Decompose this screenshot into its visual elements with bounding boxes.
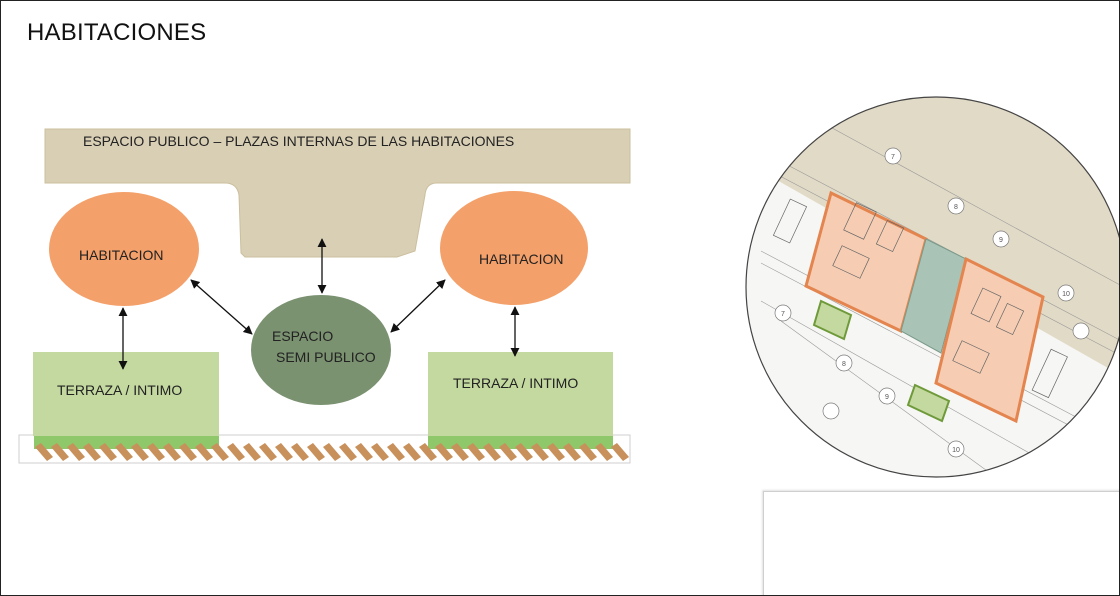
plan-terrace-1 [812,299,853,341]
arrow-roomright-semipublic [390,279,446,333]
hatch-mark [131,443,149,461]
arrow-roomleft-semipublic [190,279,253,335]
hatch-mark [547,443,565,461]
semi-public-label-1: ESPACIO [272,328,333,344]
hatch-mark [483,443,501,461]
hatch-mark [99,443,117,461]
plan-grid-label: 7 [891,154,895,161]
hatch-mark [403,443,421,461]
ground-green-left [34,436,219,449]
plan-grid-label: 10 [1062,291,1070,298]
program-diagram: ESPACIO PUBLICO – PLAZAS INTERNAS DE LAS… [18,128,631,464]
semi-public-label-2: SEMI PUBLICO [276,349,376,365]
ground-hatching [35,443,629,461]
room-right-bubble [440,191,588,305]
hatch-mark [259,443,277,461]
hatch-mark [35,443,53,461]
plan-room-2 [934,256,1045,424]
hatch-mark [355,443,373,461]
terrace-right-label: TERRAZA / INTIMO [453,375,578,391]
hatch-mark [323,443,341,461]
hatch-mark [179,443,197,461]
hatch-mark [307,443,325,461]
plan-courtyard [900,238,967,354]
hatch-mark [339,443,357,461]
hatch-mark [67,443,85,461]
hatch-mark [227,443,245,461]
hatch-mark [579,443,597,461]
room-right-label: HABITACION [479,251,564,267]
plan-grid-label: 8 [842,361,846,368]
hatch-mark [499,443,517,461]
hatch-mark [211,443,229,461]
hatch-mark [515,443,533,461]
hatch-mark [163,443,181,461]
public-space-label: ESPACIO PUBLICO – PLAZAS INTERNAS DE LAS… [83,133,514,149]
hatch-mark [115,443,133,461]
hatch-mark [563,443,581,461]
hatch-mark [83,443,101,461]
hatch-mark [147,443,165,461]
hatch-mark [595,443,613,461]
hatch-mark [419,443,437,461]
public-space-shape [44,128,631,258]
plan-grid-label: 9 [885,394,889,401]
semi-public-bubble [251,295,391,405]
plan-grid-label: 9 [999,237,1003,244]
plan-terrace-2 [906,383,951,423]
plan-grid-label: 8 [954,204,958,211]
hatch-mark [531,443,549,461]
hatch-mark [195,443,213,461]
plan-circle-outline [745,96,1119,478]
hatch-mark [291,443,309,461]
plan-grid-label: 10 [952,447,960,454]
room-left-bubble [49,192,199,306]
room-left-label: HABITACION [79,247,164,263]
terrace-right-box [428,352,613,436]
hatch-mark [275,443,293,461]
hatch-mark [243,443,261,461]
hatch-mark [451,443,469,461]
hatch-mark [611,443,629,461]
blank-panel [763,491,1119,595]
hatch-mark [371,443,389,461]
terrace-left-label: TERRAZA / INTIMO [57,382,182,398]
plan-grid-label: 7 [781,311,785,318]
hatch-mark [51,443,69,461]
page-title: HABITACIONES [27,19,207,46]
hatch-mark [435,443,453,461]
hatch-mark [387,443,405,461]
hatch-mark [467,443,485,461]
